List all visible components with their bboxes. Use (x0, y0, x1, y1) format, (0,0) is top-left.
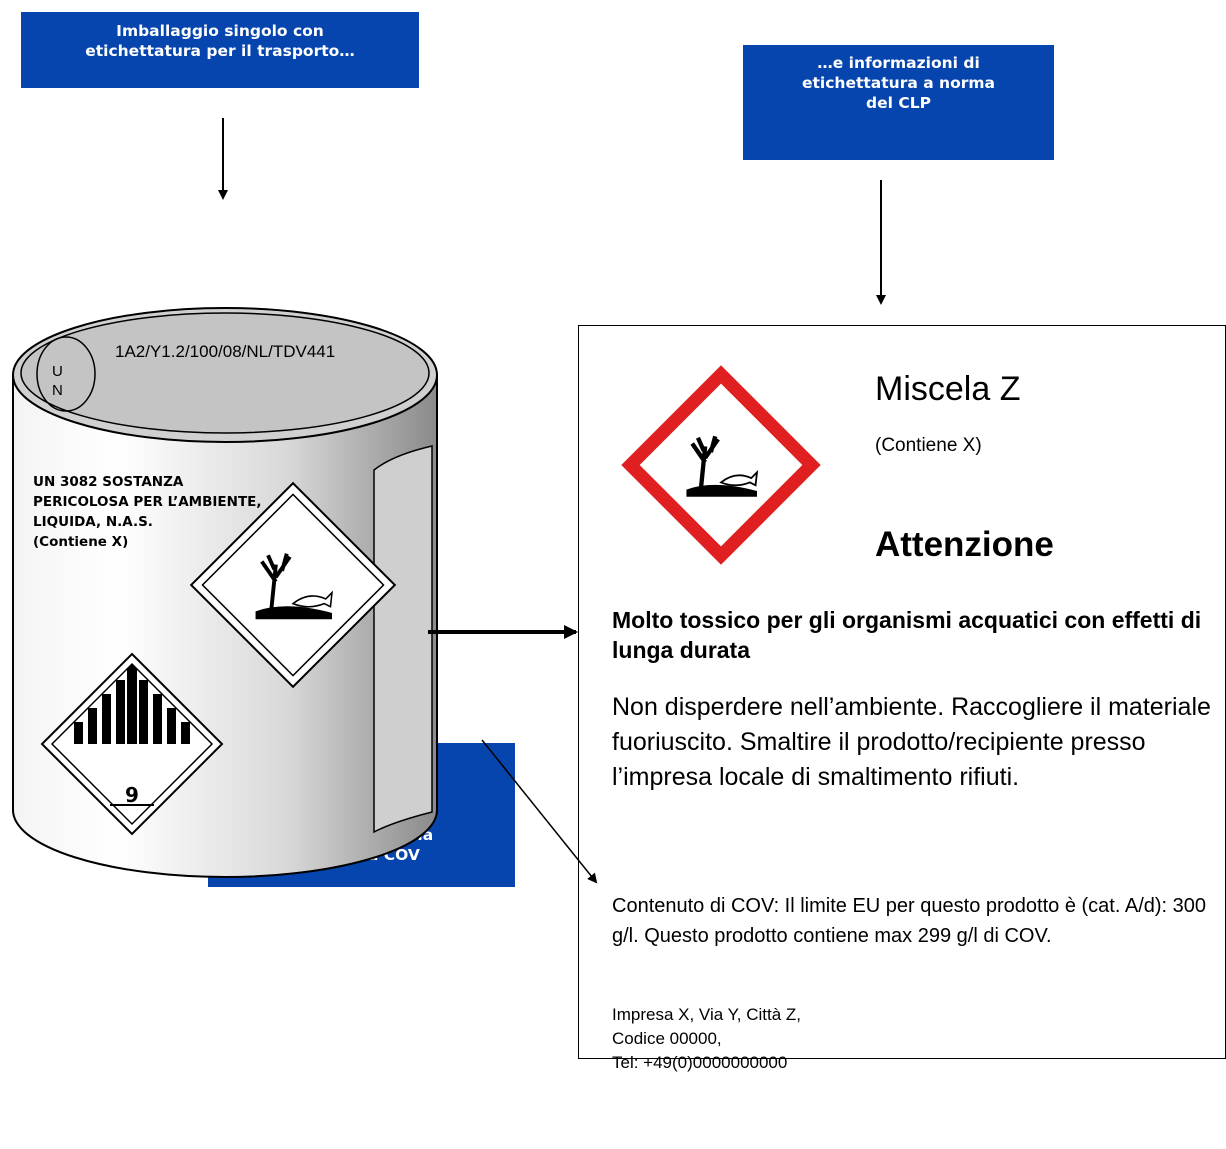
supplier-info: Impresa X, Via Y, Città Z, Codice 00000,… (612, 1005, 801, 1072)
environment-hazard-diamond (189, 481, 397, 689)
un-symbol-letters: U N (52, 363, 63, 399)
precautionary-statements: Non disperdere nell’ambiente. Raccoglier… (612, 693, 1211, 791)
product-name: Miscela Z (875, 370, 1021, 408)
callout-clp-labelling: …e informazioni di etichettatura a norma… (743, 45, 1054, 160)
environment-diamond-symbol (255, 553, 334, 620)
transport-proper-shipping-name: UN 3082 SOSTANZA PERICOLOSA PER L’AMBIEN… (33, 474, 262, 550)
signal-word: Attenzione (875, 525, 1054, 564)
ghs09-pictogram (621, 365, 821, 565)
class-number: 9 (125, 783, 139, 807)
drum-side-label (373, 445, 433, 834)
un-packaging-symbol (36, 336, 96, 412)
ghs09-symbol (686, 435, 759, 497)
un-packaging-marking: 1A2/Y1.2/100/08/NL/TDV441 (115, 342, 336, 361)
product-contains: (Contiene X) (875, 435, 982, 456)
hazard-statement: Molto tossico per gli organismi acquatic… (612, 607, 1202, 663)
voc-content-info: Contenuto di COV: Il limite EU per quest… (612, 895, 1207, 947)
callout-transport-packaging: Imballaggio singolo con etichettatura pe… (21, 12, 419, 88)
arrow-cov (481, 739, 598, 884)
class-9-hazard-diamond (40, 652, 224, 836)
